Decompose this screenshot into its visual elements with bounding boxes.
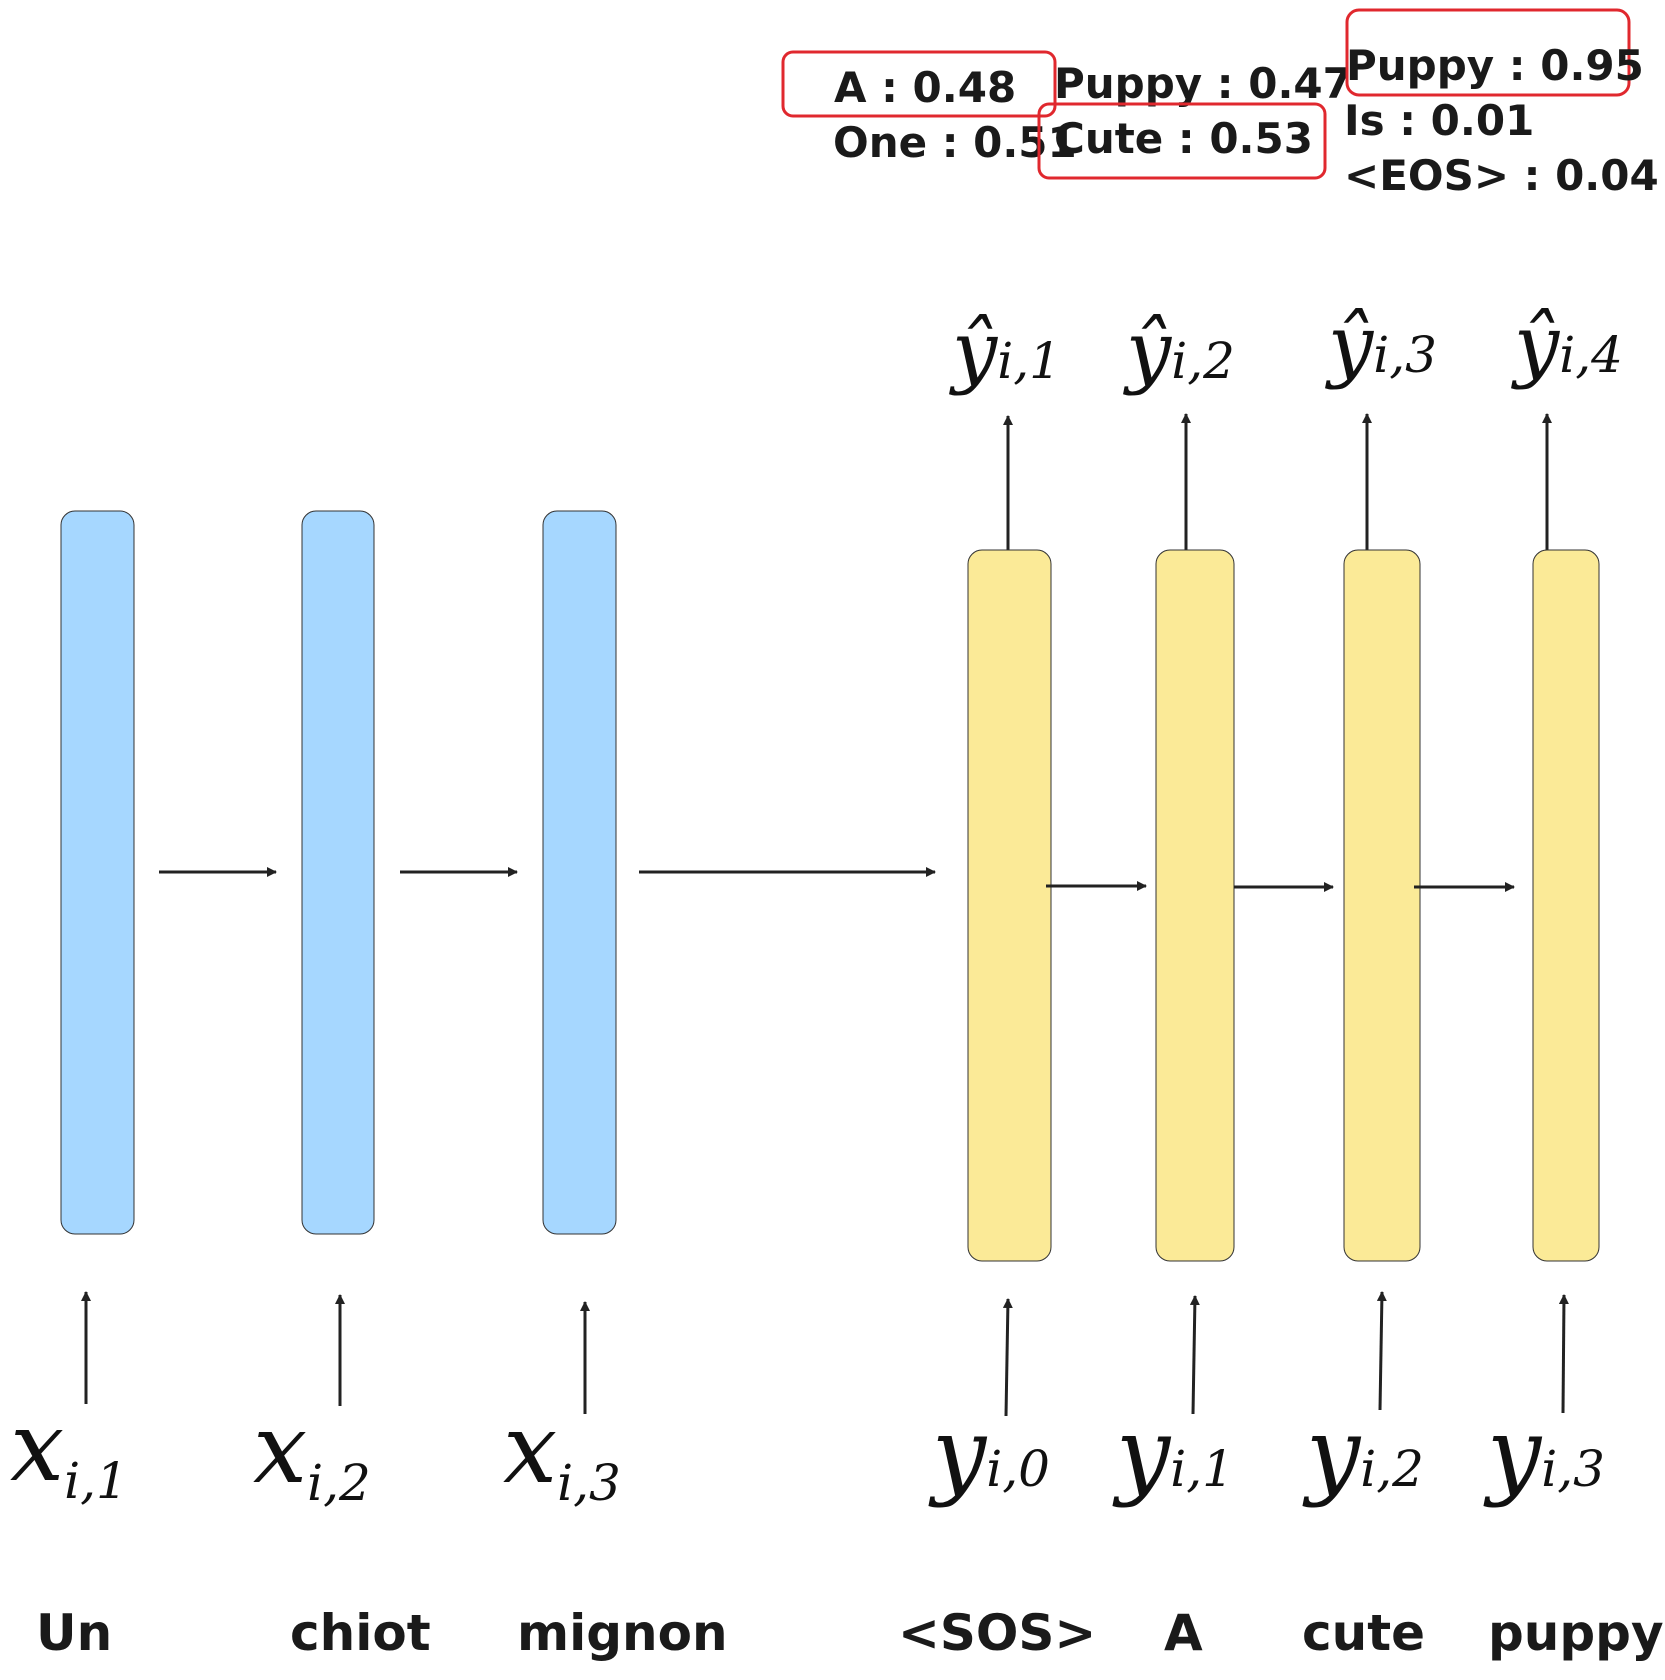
input-arrows: [81, 1291, 1569, 1417]
word-a: A: [1164, 1604, 1203, 1662]
recurrent-arrows: [159, 867, 1515, 892]
word-cute: cute: [1302, 1604, 1425, 1662]
prob-step3-c: <EOS> : 0.04: [1344, 151, 1659, 200]
word-mignon: mignon: [517, 1604, 728, 1662]
decoder-outputs: ŷi,1 ŷi,2 ŷi,3 ŷi,4: [949, 298, 1623, 397]
decoder-input-label-2: yi,1: [1112, 1397, 1234, 1509]
encoder-cells: [60, 510, 617, 1235]
prob-step2-a: Puppy : 0.47: [1054, 59, 1352, 108]
probability-annotations: A : 0.48 One : 0.51 Puppy : 0.47 Cute : …: [781, 8, 1659, 200]
word-chiot: chiot: [290, 1604, 431, 1662]
encoder-cell-2: [301, 510, 375, 1235]
output-label-3: ŷi,3: [1325, 298, 1437, 391]
decoder-inputs: yi,0 yi,1 yi,2 yi,3: [928, 1397, 1605, 1509]
highlight-box-puppy: [1345, 8, 1631, 97]
encoder-inputs: xi,1 xi,2 xi,3: [10, 1391, 621, 1512]
encoder-input-label-2: xi,2: [253, 1393, 371, 1512]
prob-step3-a: Puppy : 0.95: [1346, 41, 1644, 90]
prob-step3-b: Is : 0.01: [1344, 96, 1534, 145]
word-sos: <SOS>: [898, 1604, 1096, 1662]
highlight-box-a: [781, 50, 1057, 118]
highlight-box-cute: [1037, 102, 1327, 180]
decoder-input-label-1: yi,0: [928, 1397, 1050, 1509]
prob-step1-b: One : 0.51: [833, 118, 1077, 167]
encoder-input-label-3: xi,3: [503, 1393, 621, 1512]
word-un: Un: [36, 1604, 112, 1662]
decoder-cell-1: [967, 549, 1052, 1262]
decoder-cell-3: [1343, 549, 1421, 1262]
encoder-cell-1: [60, 510, 135, 1235]
word-puppy: puppy: [1488, 1604, 1664, 1662]
decoder-input-arrow-3: [1376, 1291, 1387, 1411]
output-label-2: ŷi,2: [1123, 304, 1235, 397]
decoder-input-label-3: yi,2: [1302, 1397, 1424, 1509]
decoder-input-arrow-4: [1558, 1294, 1569, 1414]
output-label-1: ŷi,1: [949, 304, 1061, 397]
decoder-cells: [967, 549, 1600, 1262]
encoder-input-label-1: xi,1: [10, 1391, 128, 1510]
token-words: Un chiot mignon <SOS> A cute puppy: [36, 1604, 1664, 1662]
encoder-cell-3: [542, 510, 617, 1235]
output-arrows: [1003, 413, 1552, 553]
decoder-input-arrow-1: [1002, 1298, 1013, 1417]
decoder-input-arrow-2: [1189, 1295, 1200, 1415]
prob-step1-a: A : 0.48: [834, 63, 1016, 112]
decoder-input-label-4: yi,3: [1483, 1397, 1605, 1509]
decoder-cell-2: [1155, 549, 1235, 1262]
prob-step2-b: Cute : 0.53: [1054, 114, 1313, 163]
decoder-cell-4: [1532, 549, 1600, 1262]
output-label-4: ŷi,4: [1511, 298, 1623, 391]
